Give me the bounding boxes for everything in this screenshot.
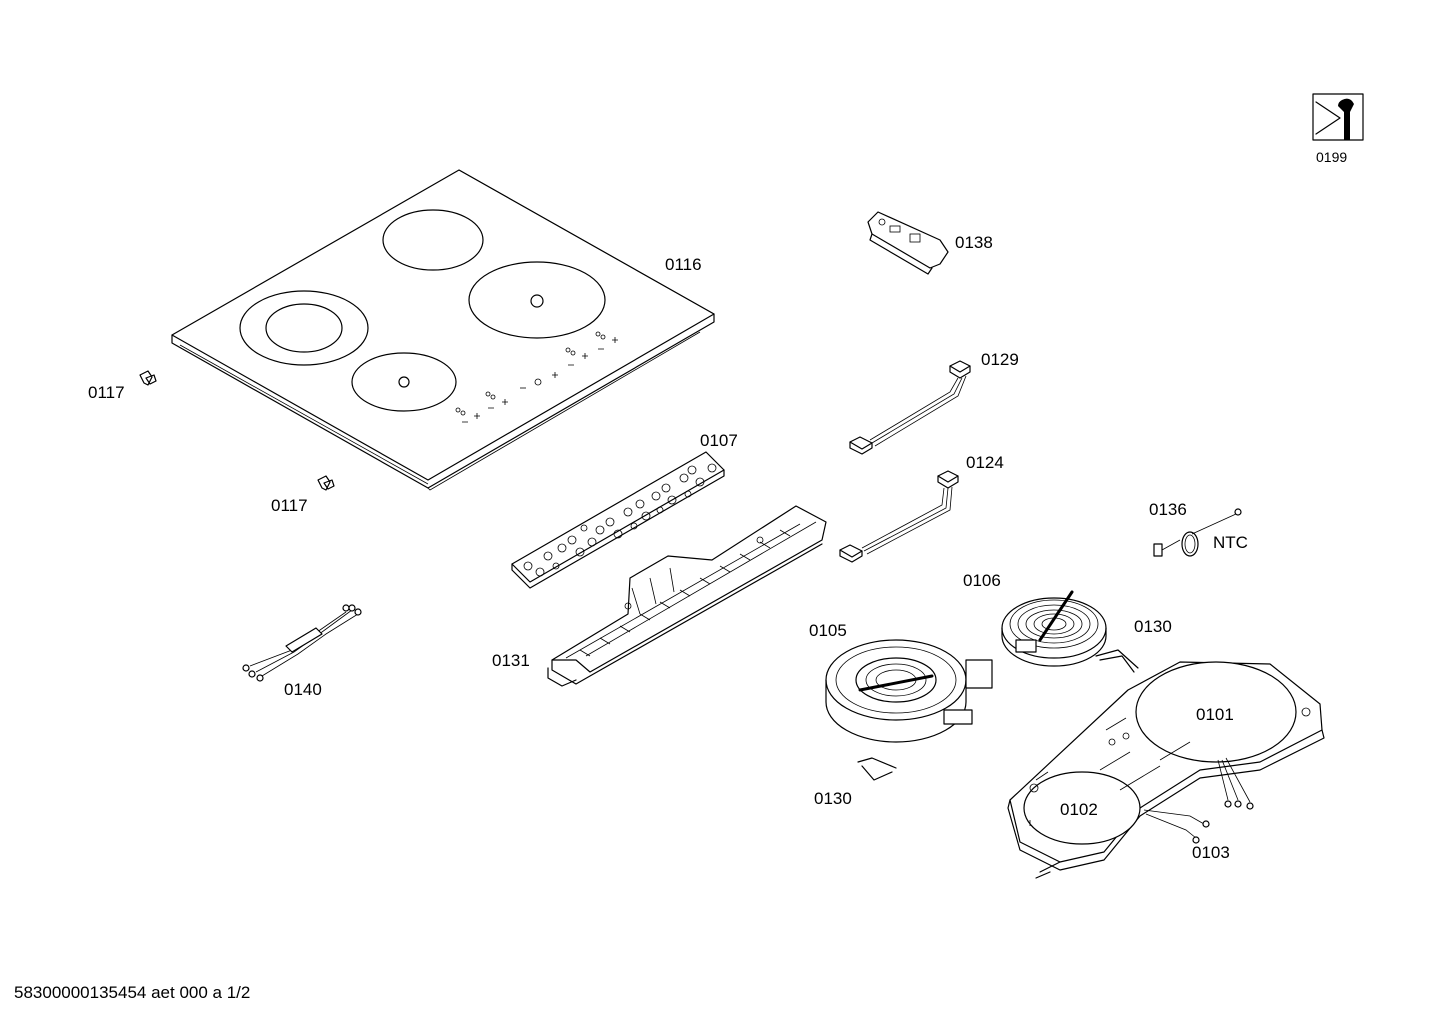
heating-unit-carrier-tray [1007,661,1325,879]
part-label-0131: 0131 [492,651,530,670]
part-label-0140: 0140 [284,680,322,699]
part-label-0116: 0116 [665,255,702,274]
part-label-0107: 0107 [700,431,738,450]
cooktop-glass-panel [171,169,715,491]
part-label-0130-bottom: 0130 [814,789,852,808]
radiant-heating-element-0105 [825,639,993,743]
wrench-service-icon [1312,93,1364,141]
support-bracket-frame [547,505,827,687]
control-circuit-board [511,451,725,589]
part-label-0199: 0199 [1316,149,1347,165]
part-label-0106: 0106 [963,571,1001,590]
part-label-0130-right: 0130 [1134,617,1172,636]
sensor-label-ntc: NTC [1213,533,1248,552]
part-label-0117-bottom: 0117 [271,496,308,515]
spring-clip-icon [1095,649,1139,673]
wire-harness-0129 [849,360,971,455]
wire-harness-0124 [839,470,959,563]
radiant-heating-element-0106 [1001,590,1107,667]
part-label-0117-top: 0117 [88,383,125,402]
part-label-0136: 0136 [1149,500,1187,519]
terminal-connector [867,211,949,275]
cable-set-0140 [242,604,362,682]
mounting-clip-icon [317,475,335,491]
part-label-0129: 0129 [981,350,1019,369]
mounting-clip-icon [139,370,157,386]
part-label-0101: 0101 [1196,705,1234,724]
part-label-0105: 0105 [809,621,847,640]
spring-clip-icon [857,757,897,781]
ntc-temperature-sensor [1153,508,1242,557]
part-label-0102: 0102 [1060,800,1098,819]
part-label-0103: 0103 [1192,843,1230,862]
part-label-0124: 0124 [966,453,1004,472]
drawing-reference-footer: 58300000135454 aet 000 a 1/2 [14,983,250,1002]
part-label-0138: 0138 [955,233,993,252]
